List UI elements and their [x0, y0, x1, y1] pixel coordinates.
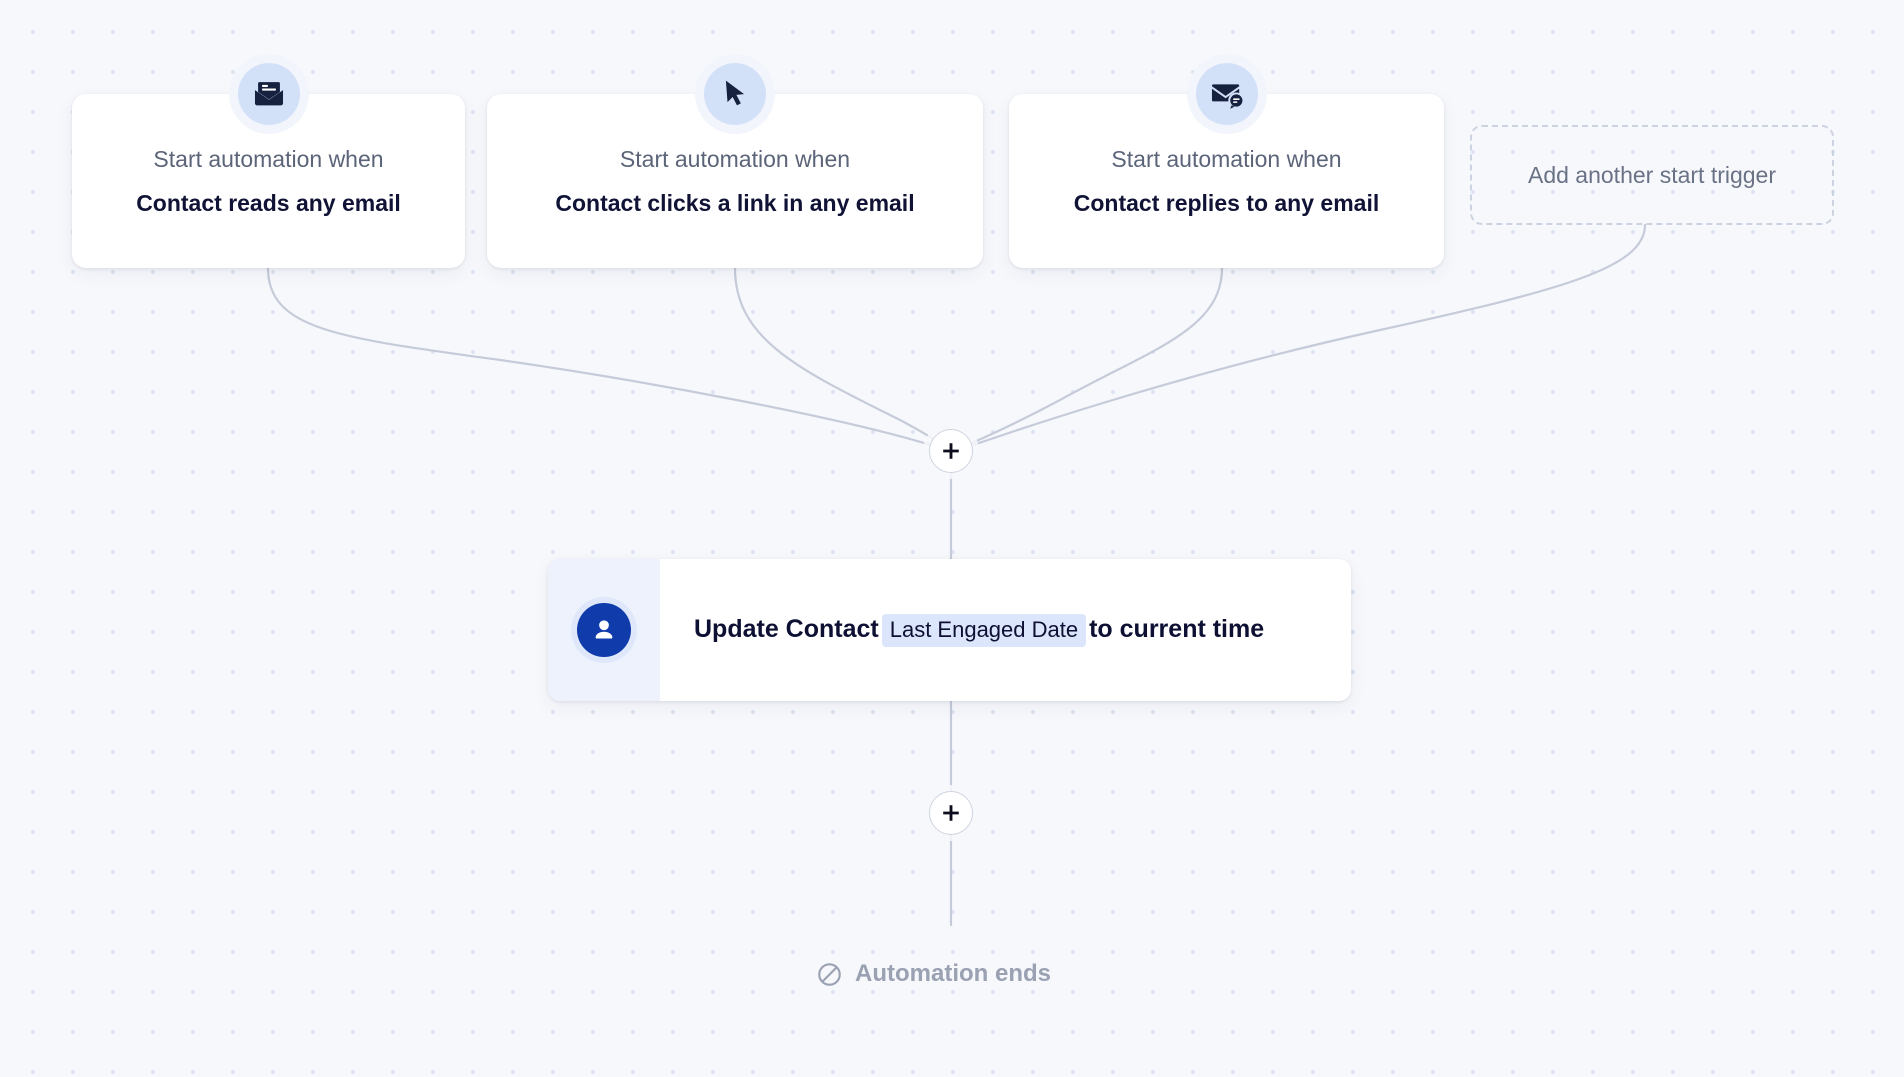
field-token-chip[interactable]: Last Engaged Date: [881, 614, 1087, 647]
trigger-title: Contact reads any email: [136, 189, 401, 216]
envelope-open-read-icon: [237, 63, 300, 125]
trigger-card-replies-email[interactable]: Start automation when Contact replies to…: [1009, 54, 1444, 268]
trigger-icon-halo: [228, 54, 309, 134]
trigger-icon-halo: [695, 54, 775, 134]
trigger-card-clicks-link[interactable]: Start automation when Contact clicks a l…: [487, 54, 983, 268]
trigger-title: Contact replies to any email: [1073, 189, 1380, 216]
avatar-halo: [571, 597, 637, 663]
add-another-start-trigger-button[interactable]: Add another start trigger: [1470, 125, 1834, 225]
plus-icon: [943, 443, 959, 459]
action-icon-panel: [548, 559, 660, 701]
trigger-subtitle: Start automation when: [153, 146, 384, 172]
prohibited-circle-icon: [818, 962, 841, 986]
cursor-arrow-click-icon: [704, 63, 766, 125]
trigger-icon-halo: [1186, 54, 1267, 134]
add-step-button-1[interactable]: [929, 429, 973, 473]
action-text-after: to current time: [1089, 615, 1265, 644]
contact-person-icon: [577, 603, 631, 657]
trigger-subtitle: Start automation when: [619, 146, 851, 172]
trigger-title: Contact clicks a link in any email: [555, 189, 915, 216]
trigger-subtitle: Start automation when: [1111, 146, 1342, 172]
trigger-card-reads-email[interactable]: Start automation when Contact reads any …: [72, 54, 465, 268]
automation-ends-label: Automation ends: [855, 960, 1051, 987]
envelope-reply-icon: [1195, 63, 1258, 125]
action-text-before: Update Contact: [694, 615, 879, 644]
plus-icon: [943, 805, 959, 821]
automation-ends-footer: Automation ends: [816, 960, 1051, 988]
add-step-button-2[interactable]: [929, 791, 973, 835]
add-trigger-label: Add another start trigger: [1527, 161, 1777, 188]
